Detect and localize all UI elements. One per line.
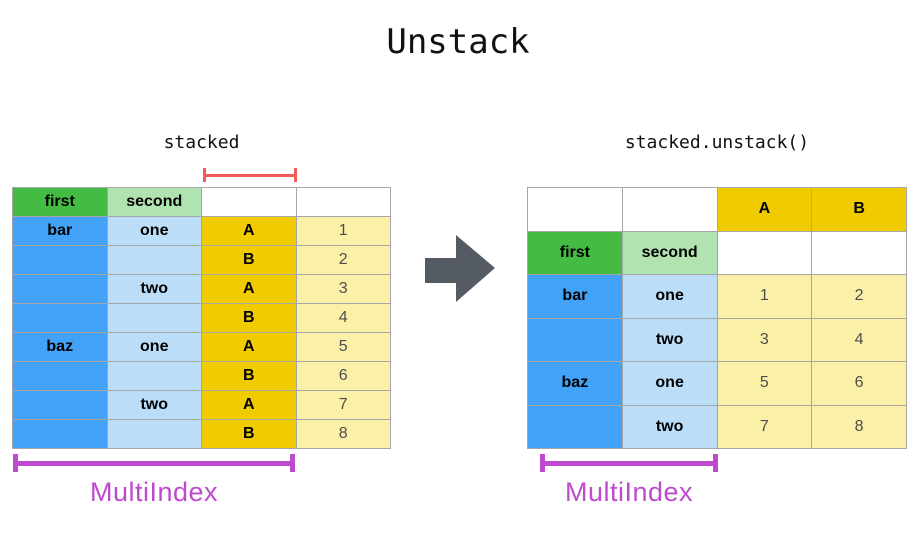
table-cell [201, 187, 297, 217]
table-cell: one [106, 332, 202, 362]
right-multiindex-bracket [540, 454, 718, 472]
table-cell: 5 [716, 361, 813, 406]
table-cell: one [106, 216, 202, 246]
table-cell [716, 230, 813, 275]
table-cell: 4 [811, 317, 907, 362]
table-cell: A [201, 390, 297, 420]
table-cell: bar [527, 274, 623, 319]
table-cell: 5 [295, 332, 391, 362]
table-cell: 3 [716, 317, 813, 362]
table-cell [106, 419, 202, 449]
table-cell [106, 303, 202, 333]
table-cell [527, 404, 623, 449]
table-cell: 2 [811, 274, 907, 319]
table-cell: A [201, 274, 297, 304]
table-cell: 3 [295, 274, 391, 304]
table-cell: 6 [295, 361, 391, 391]
table-cell: 2 [295, 245, 391, 275]
table-cell [12, 361, 108, 391]
table-cell: second [106, 187, 202, 217]
unstack-code-label: stacked.unstack() [624, 132, 810, 153]
table-cell [12, 419, 108, 449]
table-cell: second [621, 230, 718, 275]
table-cell [12, 245, 108, 275]
table-cell: baz [12, 332, 108, 362]
table-cell: B [811, 187, 907, 232]
table-cell [106, 361, 202, 391]
table-cell [811, 230, 907, 275]
table-cell [12, 390, 108, 420]
table-cell: 1 [716, 274, 813, 319]
table-cell: two [106, 274, 202, 304]
table-cell: two [621, 404, 718, 449]
stacked-code-label: stacked [163, 132, 240, 153]
table-cell: baz [527, 361, 623, 406]
table-cell: 7 [295, 390, 391, 420]
table-cell: 8 [811, 404, 907, 449]
table-cell: 7 [716, 404, 813, 449]
arrow-tail [425, 258, 456, 283]
table-cell: 8 [295, 419, 391, 449]
table-cell: B [201, 419, 297, 449]
left-multiindex-label: MultiIndex [89, 477, 219, 507]
table-cell: two [621, 317, 718, 362]
table-cell: one [621, 361, 718, 406]
table-cell: first [527, 230, 623, 275]
stacked-column-bracket [203, 168, 297, 182]
table-cell: first [12, 187, 108, 217]
table-cell [295, 187, 391, 217]
table-cell: 4 [295, 303, 391, 333]
table-cell: 1 [295, 216, 391, 246]
arrow-head [456, 235, 495, 302]
table-cell: bar [12, 216, 108, 246]
table-cell: B [201, 303, 297, 333]
table-cell: B [201, 361, 297, 391]
table-cell: A [201, 332, 297, 362]
table-cell [527, 187, 623, 232]
table-cell: two [106, 390, 202, 420]
table-cell: A [716, 187, 813, 232]
table-cell [12, 274, 108, 304]
left-multiindex-bracket [13, 454, 295, 472]
right-multiindex-label: MultiIndex [564, 477, 694, 507]
table-cell: 6 [811, 361, 907, 406]
table-cell [106, 245, 202, 275]
page-title: Unstack [386, 22, 530, 62]
table-cell [12, 303, 108, 333]
table-cell: one [621, 274, 718, 319]
table-cell [621, 187, 718, 232]
table-cell [527, 317, 623, 362]
table-cell: A [201, 216, 297, 246]
table-cell: B [201, 245, 297, 275]
